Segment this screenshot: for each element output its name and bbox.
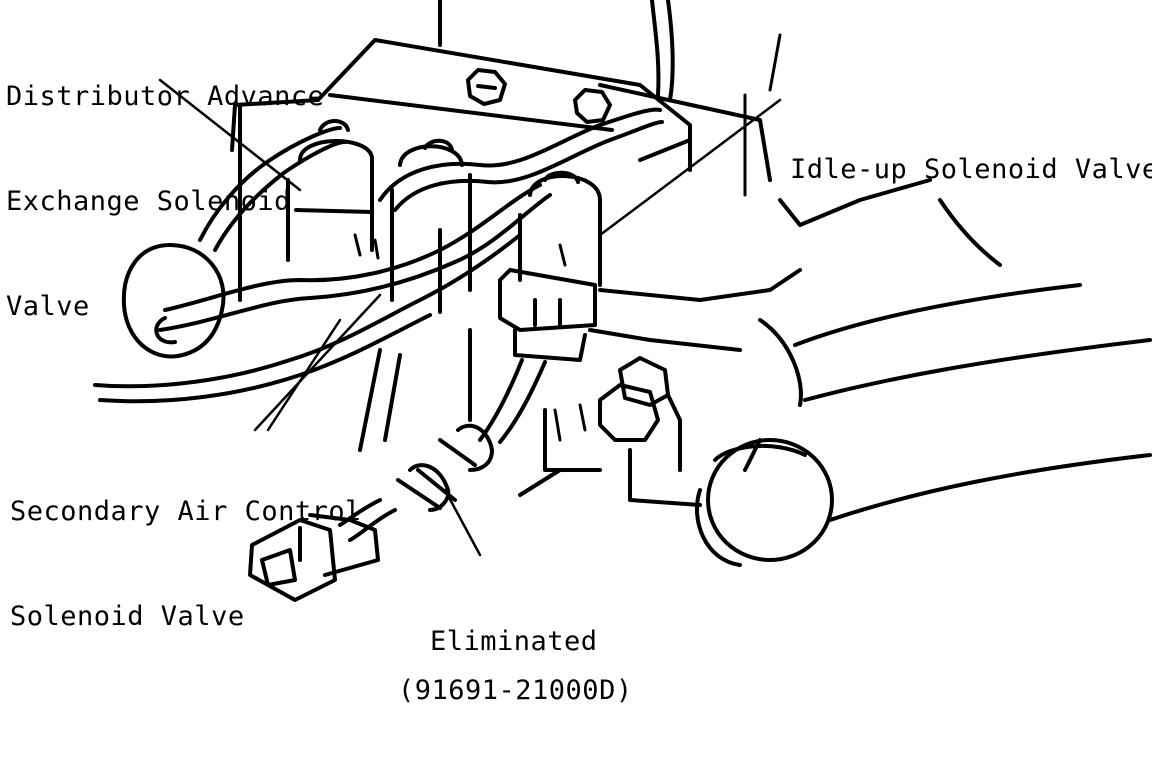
label-line: Secondary Air Control <box>10 496 362 527</box>
label-line: Valve <box>6 291 90 322</box>
solenoid-valve-left <box>286 119 374 262</box>
top-cable <box>438 0 675 102</box>
label-line: (91691-21000D) <box>398 675 633 706</box>
label-line: Eliminated <box>430 626 598 657</box>
label-part-number: (91691-21000D) <box>398 603 633 778</box>
leader-lines <box>158 78 782 557</box>
label-line: Exchange Solenoid <box>6 186 291 217</box>
label-line: Solenoid Valve <box>10 601 245 632</box>
label-idle-up-solenoid-valve: Idle-up Solenoid Valve <box>790 82 1152 257</box>
solenoid-valve-right <box>498 170 602 362</box>
engine-line-drawing <box>93 0 1152 602</box>
detail-marks <box>353 33 782 442</box>
label-distributor-advance-valve: Distributor Advance Exchange Solenoid Va… <box>6 9 324 394</box>
mounting-bracket <box>230 38 772 302</box>
label-secondary-air-valve: Secondary Air Control Solenoid Valve <box>10 424 362 704</box>
bracket-bolt-right <box>573 88 612 124</box>
vacuum-hoses <box>93 107 664 404</box>
connector-plug <box>248 513 380 602</box>
label-line: Idle-up Solenoid Valve <box>790 154 1152 185</box>
lower-hex-bolt <box>598 356 682 472</box>
bracket-bolt-left <box>466 68 507 106</box>
diagram-stage: Distributor Advance Exchange Solenoid Va… <box>6 0 1152 706</box>
manifold-body <box>358 268 802 507</box>
pipe-end-cap <box>694 438 1152 567</box>
left-round-cap <box>121 243 226 359</box>
label-line: Distributor Advance <box>6 81 325 112</box>
label-eliminated: Eliminated <box>430 554 598 729</box>
intake-pipe <box>758 178 1152 407</box>
